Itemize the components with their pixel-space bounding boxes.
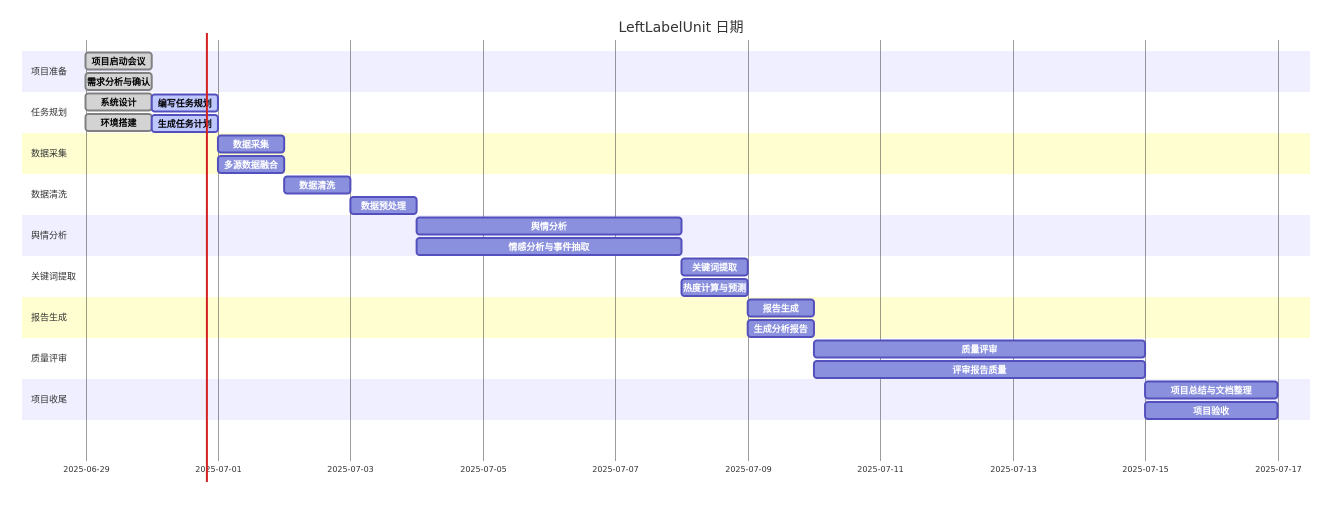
section-band <box>22 297 1310 338</box>
task-label: 数据预处理 <box>361 200 406 212</box>
task-label: 热度计算与预测 <box>683 282 746 294</box>
tick-label: 2025-07-17 <box>1255 465 1302 474</box>
section-label: 关键词提取 <box>31 271 76 283</box>
section-band <box>22 379 1310 420</box>
task-bar <box>415 216 683 236</box>
task-label: 质量评审 <box>961 344 997 356</box>
tick-label: 2025-07-09 <box>725 465 772 474</box>
task-bar <box>349 196 418 215</box>
task-bar <box>415 237 683 256</box>
tick-label: 2025-07-03 <box>327 465 374 474</box>
tick-label: 2025-06-29 <box>63 465 110 474</box>
task-label: 系统设计 <box>101 97 137 109</box>
tick-label: 2025-07-15 <box>1122 465 1169 474</box>
x-axis-ticks: 2025-06-29 2025-07-01 2025-07-03 2025-07-05… <box>63 465 1302 474</box>
task-bar <box>216 134 286 154</box>
task-bar <box>746 298 815 318</box>
section-label: 舆情分析 <box>31 230 67 242</box>
task-label: 报告生成 <box>763 303 799 315</box>
task-label: 项目总结与文档整理 <box>1171 385 1252 397</box>
task-bar <box>150 93 219 113</box>
task-label: 生成任务计划 <box>158 118 212 130</box>
tick-label: 2025-07-05 <box>460 465 507 474</box>
task-label: 关键词提取 <box>692 262 738 274</box>
section-label: 质量评审 <box>31 353 67 365</box>
section-label: 任务规划 <box>31 107 67 119</box>
section-band <box>22 92 1310 133</box>
tick-label: 2025-07-13 <box>990 465 1037 474</box>
task-bar <box>84 51 153 71</box>
task-bar <box>680 278 749 297</box>
task-label: 环境搭建 <box>101 117 138 129</box>
section-label: 报告生成 <box>31 312 67 324</box>
task-bar <box>746 319 815 338</box>
task-bar <box>812 339 1147 359</box>
task-bar <box>1144 380 1279 400</box>
task-bar <box>680 257 749 277</box>
task-label: 评审报告质量 <box>952 364 1006 376</box>
section-label: 项目收尾 <box>31 394 67 406</box>
task-label: 生成分析报告 <box>754 323 808 335</box>
section-label: 数据清洗 <box>31 189 67 201</box>
task-label: 舆情分析 <box>531 221 567 233</box>
section-band <box>22 256 1310 297</box>
section-band <box>22 174 1310 215</box>
task-label: 数据采集 <box>233 139 270 151</box>
tick-label: 2025-07-11 <box>857 465 904 474</box>
task-label: 项目启动会议 <box>92 56 147 68</box>
task-bar <box>1144 401 1279 420</box>
task-bar <box>150 114 219 133</box>
task-bar <box>216 155 286 174</box>
task-bar <box>812 360 1147 379</box>
tick-label: 2025-07-01 <box>195 465 242 474</box>
section-band <box>22 51 1310 92</box>
task-label: 数据清洗 <box>299 180 335 192</box>
task-label: 项目验收 <box>1193 405 1229 417</box>
section-band <box>22 133 1310 174</box>
task-label: 情感分析与事件抽取 <box>508 241 591 253</box>
section-label: 项目准备 <box>31 66 67 78</box>
task-label: 需求分析与确认 <box>87 76 151 88</box>
section-label: 数据采集 <box>31 148 67 160</box>
chart-title: LeftLabelUnit 日期 <box>618 20 743 36</box>
tick-label: 2025-07-07 <box>592 465 639 474</box>
task-bar <box>84 72 153 91</box>
task-label: 编写任务规划 <box>158 98 212 110</box>
task-bar <box>283 175 352 195</box>
task-label: 多源数据融合 <box>224 159 279 171</box>
